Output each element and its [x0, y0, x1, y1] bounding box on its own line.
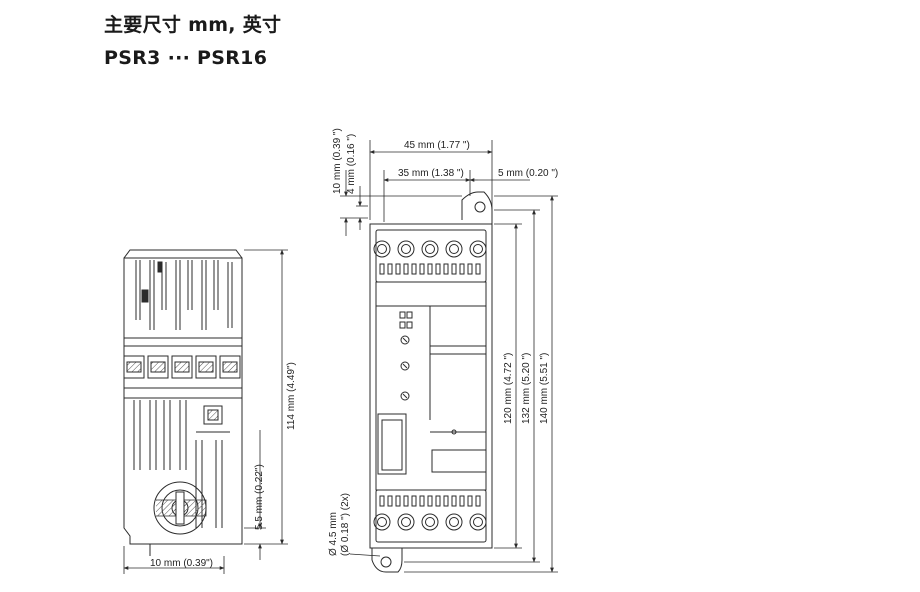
front-bottom-hole — [380, 556, 392, 568]
front-body — [369, 223, 493, 549]
front-dimensions — [340, 140, 558, 573]
product-range-subtitle: PSR3 ··· PSR16 — [104, 47, 268, 69]
side-fan — [153, 481, 207, 535]
side-terminals — [123, 345, 242, 389]
dim-tab-offset: 5 mm (0.20 ") — [498, 168, 558, 179]
front-view — [369, 191, 493, 573]
dim-top-offset-b: 4 mm (0.16 ") — [346, 134, 357, 194]
side-dimensions — [123, 249, 288, 574]
dim-top-offset-a: 10 mm (0.39 ") — [332, 128, 343, 194]
dim-side-height: 114 mm (4.49") — [286, 362, 297, 430]
dim-width-inner: 35 mm (1.38 ") — [398, 168, 464, 179]
dim-height-140: 140 mm (5.51 ") — [539, 353, 550, 424]
front-panel — [375, 281, 487, 491]
side-top-cap — [123, 249, 243, 259]
side-lower-body — [123, 398, 243, 545]
front-top-tab — [461, 191, 493, 224]
dim-side-foot-width: 10 mm (0.39") — [150, 558, 213, 569]
side-upper-vents — [135, 260, 233, 330]
dim-width-overall: 45 mm (1.77 ") — [404, 140, 470, 151]
front-bottom-tab — [371, 548, 403, 573]
page-title: 主要尺寸 mm, 英寸 — [104, 14, 282, 36]
side-lower-vents — [133, 400, 230, 528]
side-view — [123, 249, 243, 556]
dim-hole-diameter-imperial: (Ø 0.18 ") (2x) — [340, 493, 351, 556]
dim-height-120: 120 mm (4.72 ") — [503, 353, 514, 424]
front-bottom-terminals — [373, 495, 487, 531]
dim-height-132: 132 mm (5.20 ") — [521, 353, 532, 424]
front-top-terminals — [373, 240, 487, 275]
dim-hole-diameter: Ø 4.5 mm — [328, 512, 339, 556]
dim-side-bottom-offset: 5.5 mm (0.22") — [254, 464, 265, 530]
front-top-hole — [474, 201, 486, 213]
